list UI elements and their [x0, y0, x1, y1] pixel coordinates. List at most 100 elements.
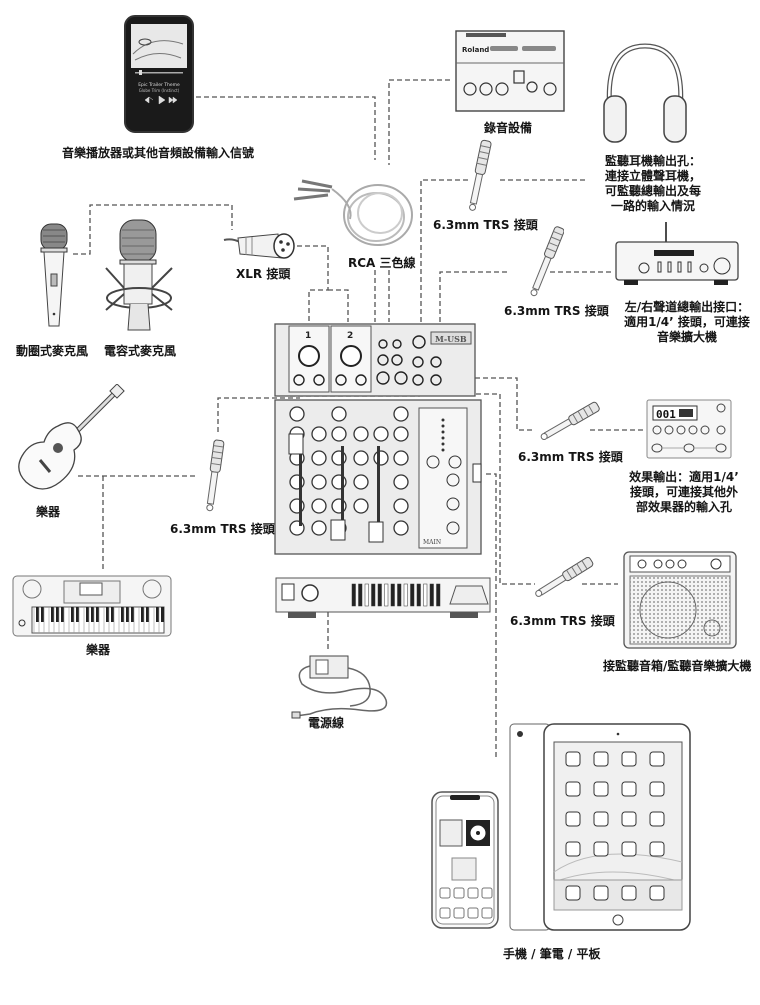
mixer-knob [373, 426, 389, 442]
mixer-knob [353, 474, 369, 490]
keyboard-black-key [36, 607, 39, 622]
tablet-app-icon [565, 781, 581, 797]
keyboard-black-key [126, 607, 129, 622]
xlr-label: XLR 接頭 [236, 267, 291, 281]
amplifier-label-line: 音樂擴大機 [656, 330, 717, 344]
trs-plug-recorder [465, 138, 493, 216]
wire-mic-to-xlr [73, 204, 233, 255]
wire-usb-to-mobile [486, 473, 497, 760]
headphones-device [600, 40, 690, 145]
trs-effects-label: 6.3mm TRS 接頭 [518, 450, 623, 464]
tablet-app-icon [621, 751, 637, 767]
tablet-app-icon [649, 811, 665, 827]
smartphone-device [430, 790, 502, 932]
mixer-knob [393, 406, 409, 422]
back-panel-slot [364, 583, 369, 607]
rca-cable-device [288, 175, 418, 253]
keyboard-black-key [71, 607, 74, 622]
wire-recorder-trs-to-mixer [420, 179, 468, 322]
music-player-device: Epic Trailer Theme Globe Trim (Instinct) [123, 14, 195, 134]
wire-mixer-to-amp-trs [439, 271, 510, 322]
mixer-knob [353, 450, 369, 466]
tablet-app-icon [565, 811, 581, 827]
amplifier-label-line: 左/右聲道總輸出接口： [624, 300, 750, 314]
mixer-knob [311, 498, 327, 514]
wire-recorder-to-mixer [388, 79, 450, 165]
back-panel-slot [377, 583, 382, 607]
keyboard-label: 樂器 [86, 643, 111, 657]
effects-label-line: 效果輸出：適用1/4’ [629, 470, 739, 484]
back-panel-slot [429, 583, 434, 607]
back-panel-slots [351, 583, 441, 607]
mixer-knob [393, 426, 409, 442]
tablet-app-icon [565, 751, 581, 767]
back-panel-slot [423, 583, 428, 607]
mixer-knob [393, 474, 409, 490]
effects-label: 效果輸出：適用1/4’ 接頭，可連接其他外 部效果器的輸入孔 [616, 470, 752, 515]
mixer-knob [331, 426, 347, 442]
mixer-knob [311, 520, 327, 536]
tablet-app-icon [621, 781, 637, 797]
headphones-label: 監聽耳機輸出孔： 連接立體聲耳機， 可監聽總輸出及每 一路的輸入情況 [588, 154, 718, 214]
trs-plug-amp [528, 225, 564, 301]
keyboard-black-key [131, 607, 134, 622]
effects-label-line: 部效果器的輸入孔 [635, 500, 732, 514]
power-adapter-device [290, 654, 400, 720]
effects-display: 001 [656, 408, 676, 421]
tablet-app-icon [649, 781, 665, 797]
effects-unit-device: 001 [645, 398, 733, 460]
tablet-app-icon [593, 811, 609, 827]
keyboard-keys [33, 607, 164, 633]
tablet-device [508, 722, 692, 934]
headphones-label-line: 可監聽總輸出及每 [604, 184, 701, 198]
keyboard-black-key [106, 607, 109, 622]
back-panel-slot [416, 583, 421, 607]
trs-plug-effects [536, 398, 606, 444]
wire-xlr-to-mixer [297, 245, 329, 322]
mobile-devices-label: 手機 / 筆電 / 平板 [503, 947, 601, 961]
mixer-knob [311, 450, 327, 466]
back-panel-slot [358, 583, 363, 607]
back-panel-slot [371, 583, 376, 607]
headphones-label-line: 連接立體聲耳機， [604, 169, 701, 183]
condenser-mic-device [100, 218, 178, 333]
trs-amp-label: 6.3mm TRS 接頭 [504, 304, 609, 318]
wire-mixer-to-effects-trs [443, 377, 535, 431]
keyboard-black-key [91, 607, 94, 622]
keyboard-black-key [76, 607, 79, 622]
trs-recorder-label: 6.3mm TRS 接頭 [433, 218, 538, 232]
wire-player-to-mixer [196, 96, 376, 160]
back-panel-slot [410, 583, 415, 607]
keyboard-black-key [161, 607, 164, 622]
monitor-speaker-device [620, 548, 740, 652]
back-panel-slot [397, 583, 402, 607]
trs-monitor-label: 6.3mm TRS 接頭 [510, 614, 615, 628]
tablet-app-icon [649, 841, 665, 857]
mixer-usb-badge: M-USB [435, 334, 467, 344]
power-cable-label: 電源線 [308, 716, 345, 730]
mixer-knob [353, 426, 369, 442]
keyboard-black-key [41, 607, 44, 622]
mixer-channel-2: 2 [347, 331, 353, 341]
dynamic-mic-label: 動圈式麥克風 [16, 344, 89, 358]
guitar-label: 樂器 [36, 505, 61, 519]
amplifier-label-line: 適用1/4’ 接頭，可連接 [624, 315, 750, 329]
back-panel-slot [436, 583, 441, 607]
tablet-app-icon [593, 781, 609, 797]
keyboard-black-key [56, 607, 59, 622]
recorder-device: Roland [454, 27, 566, 115]
tablet-app-icon [649, 751, 665, 767]
mixer-knob [311, 426, 327, 442]
amplifier-label: 左/右聲道總輸出接口： 適用1/4’ 接頭，可連接 音樂擴大機 [612, 300, 760, 345]
keyboard-black-key [86, 607, 89, 622]
wire-xlr-to-mixer-2 [328, 289, 349, 322]
tablet-app-icons [565, 751, 665, 857]
mixer-channel-1: 1 [305, 331, 311, 341]
music-player-label: 音樂播放器或其他音頻設備輸入信號 [62, 146, 255, 160]
recorder-brand: Roland [462, 46, 489, 54]
keyboard-black-key [61, 607, 64, 622]
tablet-app-icon [621, 841, 637, 857]
mixer-main-label: MAIN [423, 539, 441, 546]
back-panel-slot [384, 583, 389, 607]
trs-plug-instrument [200, 438, 228, 518]
